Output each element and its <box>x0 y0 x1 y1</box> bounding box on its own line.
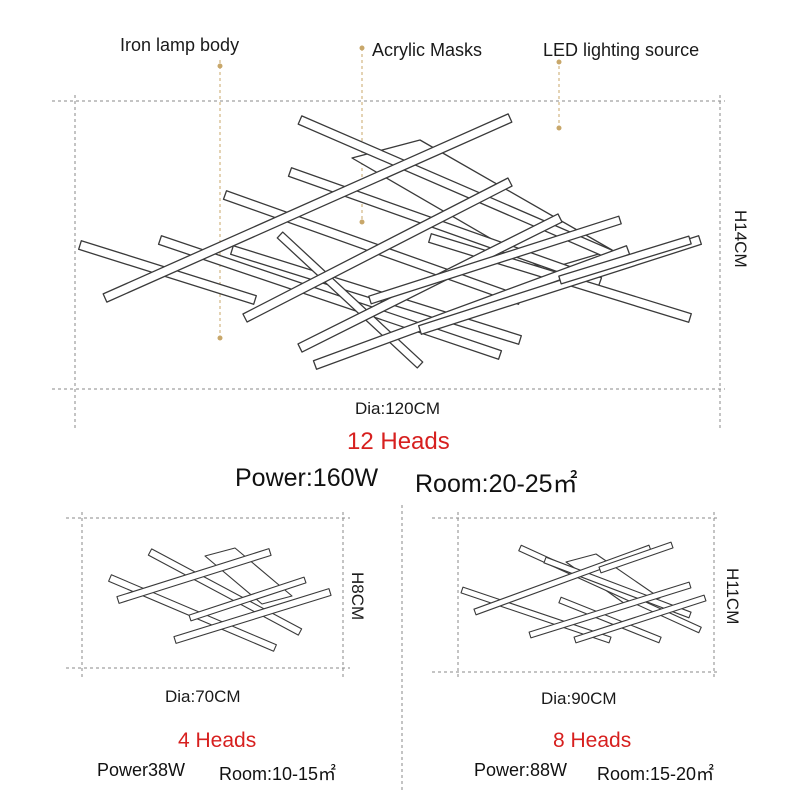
right-power-label: Power:88W <box>474 760 568 780</box>
lamp-8-heads <box>460 541 707 644</box>
main-height-label: H14CM <box>731 210 750 268</box>
callout-led-source: LED lighting source <box>543 40 700 60</box>
main-power-label: Power:160W <box>235 464 379 492</box>
lamp-bar <box>528 581 692 639</box>
lamp-4-heads <box>108 547 332 652</box>
dot-iron-top <box>217 63 223 69</box>
main-dia-label: Dia:120CM <box>355 399 441 418</box>
lamp-12-heads <box>78 113 703 370</box>
dot-iron-bottom <box>217 335 223 341</box>
lamp-bar <box>242 177 513 323</box>
dot-acrylic-bottom <box>359 219 365 225</box>
right-heads-label: 8 Heads <box>553 729 632 752</box>
lamp-bar <box>573 594 707 644</box>
lamp-bar <box>558 235 692 285</box>
lamp-bar <box>558 596 662 644</box>
lamp-bar <box>173 588 332 644</box>
main-heads-label: 12 Heads <box>347 428 450 455</box>
lamp-bar <box>368 215 622 305</box>
left-dia-label: Dia:70CM <box>165 687 241 706</box>
left-room-label: Room:10-15㎡ <box>219 764 337 784</box>
dot-acrylic-top <box>359 45 365 51</box>
dot-led-bottom <box>556 125 562 131</box>
lamp-bar <box>473 544 652 616</box>
left-power-label: Power38W <box>97 760 186 780</box>
lamp-bar <box>188 576 307 622</box>
left-height-label: H8CM <box>348 572 367 621</box>
main-room-label: Room:20-25㎡ <box>415 470 578 498</box>
left-heads-label: 4 Heads <box>178 729 257 752</box>
callout-acrylic-masks: Acrylic Masks <box>372 40 483 60</box>
lamp-bar <box>116 548 272 604</box>
dot-led-top <box>556 59 562 65</box>
right-height-label: H11CM <box>723 568 742 625</box>
lamp-bar <box>102 113 513 303</box>
callout-iron-lamp-body: Iron lamp body <box>120 35 240 55</box>
right-dia-label: Dia:90CM <box>541 689 617 708</box>
right-room-label: Room:15-20㎡ <box>597 764 715 784</box>
lamp-bar <box>598 541 674 574</box>
